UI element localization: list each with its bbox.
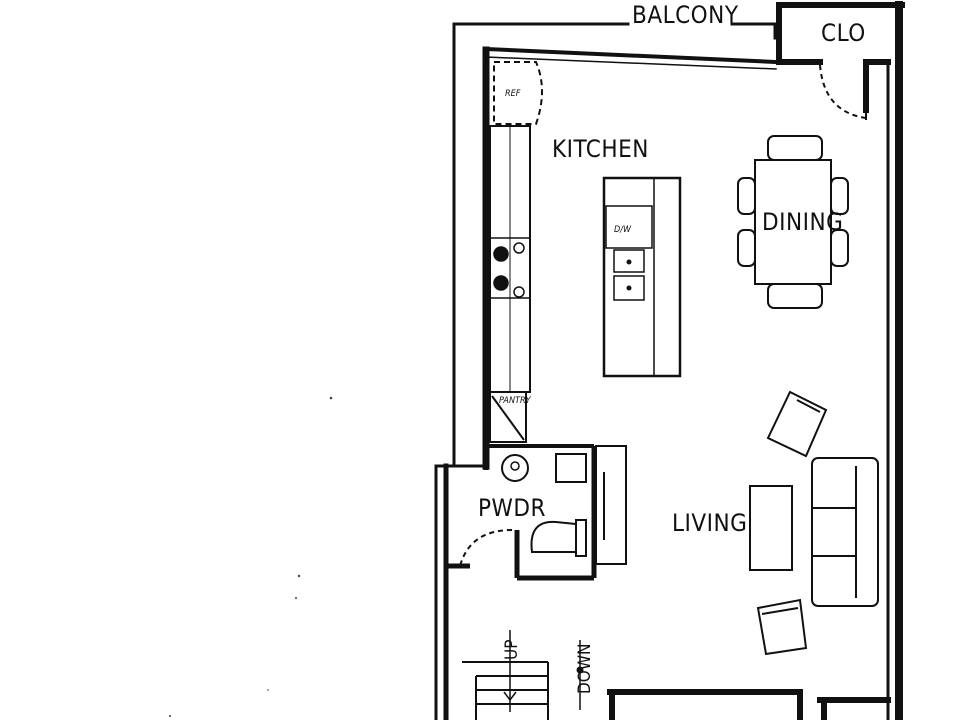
range-burners [489,237,531,299]
kitchen-label: KITCHEN [552,135,649,163]
coffee-table [749,485,793,571]
kitchen-island [602,176,682,378]
scan-specks [169,396,333,717]
refrigerator-label: REF [505,89,521,99]
stairs [462,630,584,720]
sofa [811,457,879,607]
dishwasher-label: D/W [614,225,632,235]
balcony-label: BALCONY [632,1,739,29]
dining-table [737,135,849,309]
armchair-top [766,390,828,458]
closet-door [819,64,867,120]
armchair-bottom [756,598,808,656]
refrigerator [493,61,543,125]
closet-label: CLO [821,19,866,47]
powder-room [446,442,597,581]
living-label: LIVING [672,509,747,537]
stairs-up-label: UP [502,640,522,660]
pantry [489,391,527,443]
pantry-label: PANTRY [499,396,532,406]
powder-room-label: PWDR [478,494,546,522]
stairs-down-label: DOWN [575,644,595,694]
dining-label: DINING [762,208,843,236]
